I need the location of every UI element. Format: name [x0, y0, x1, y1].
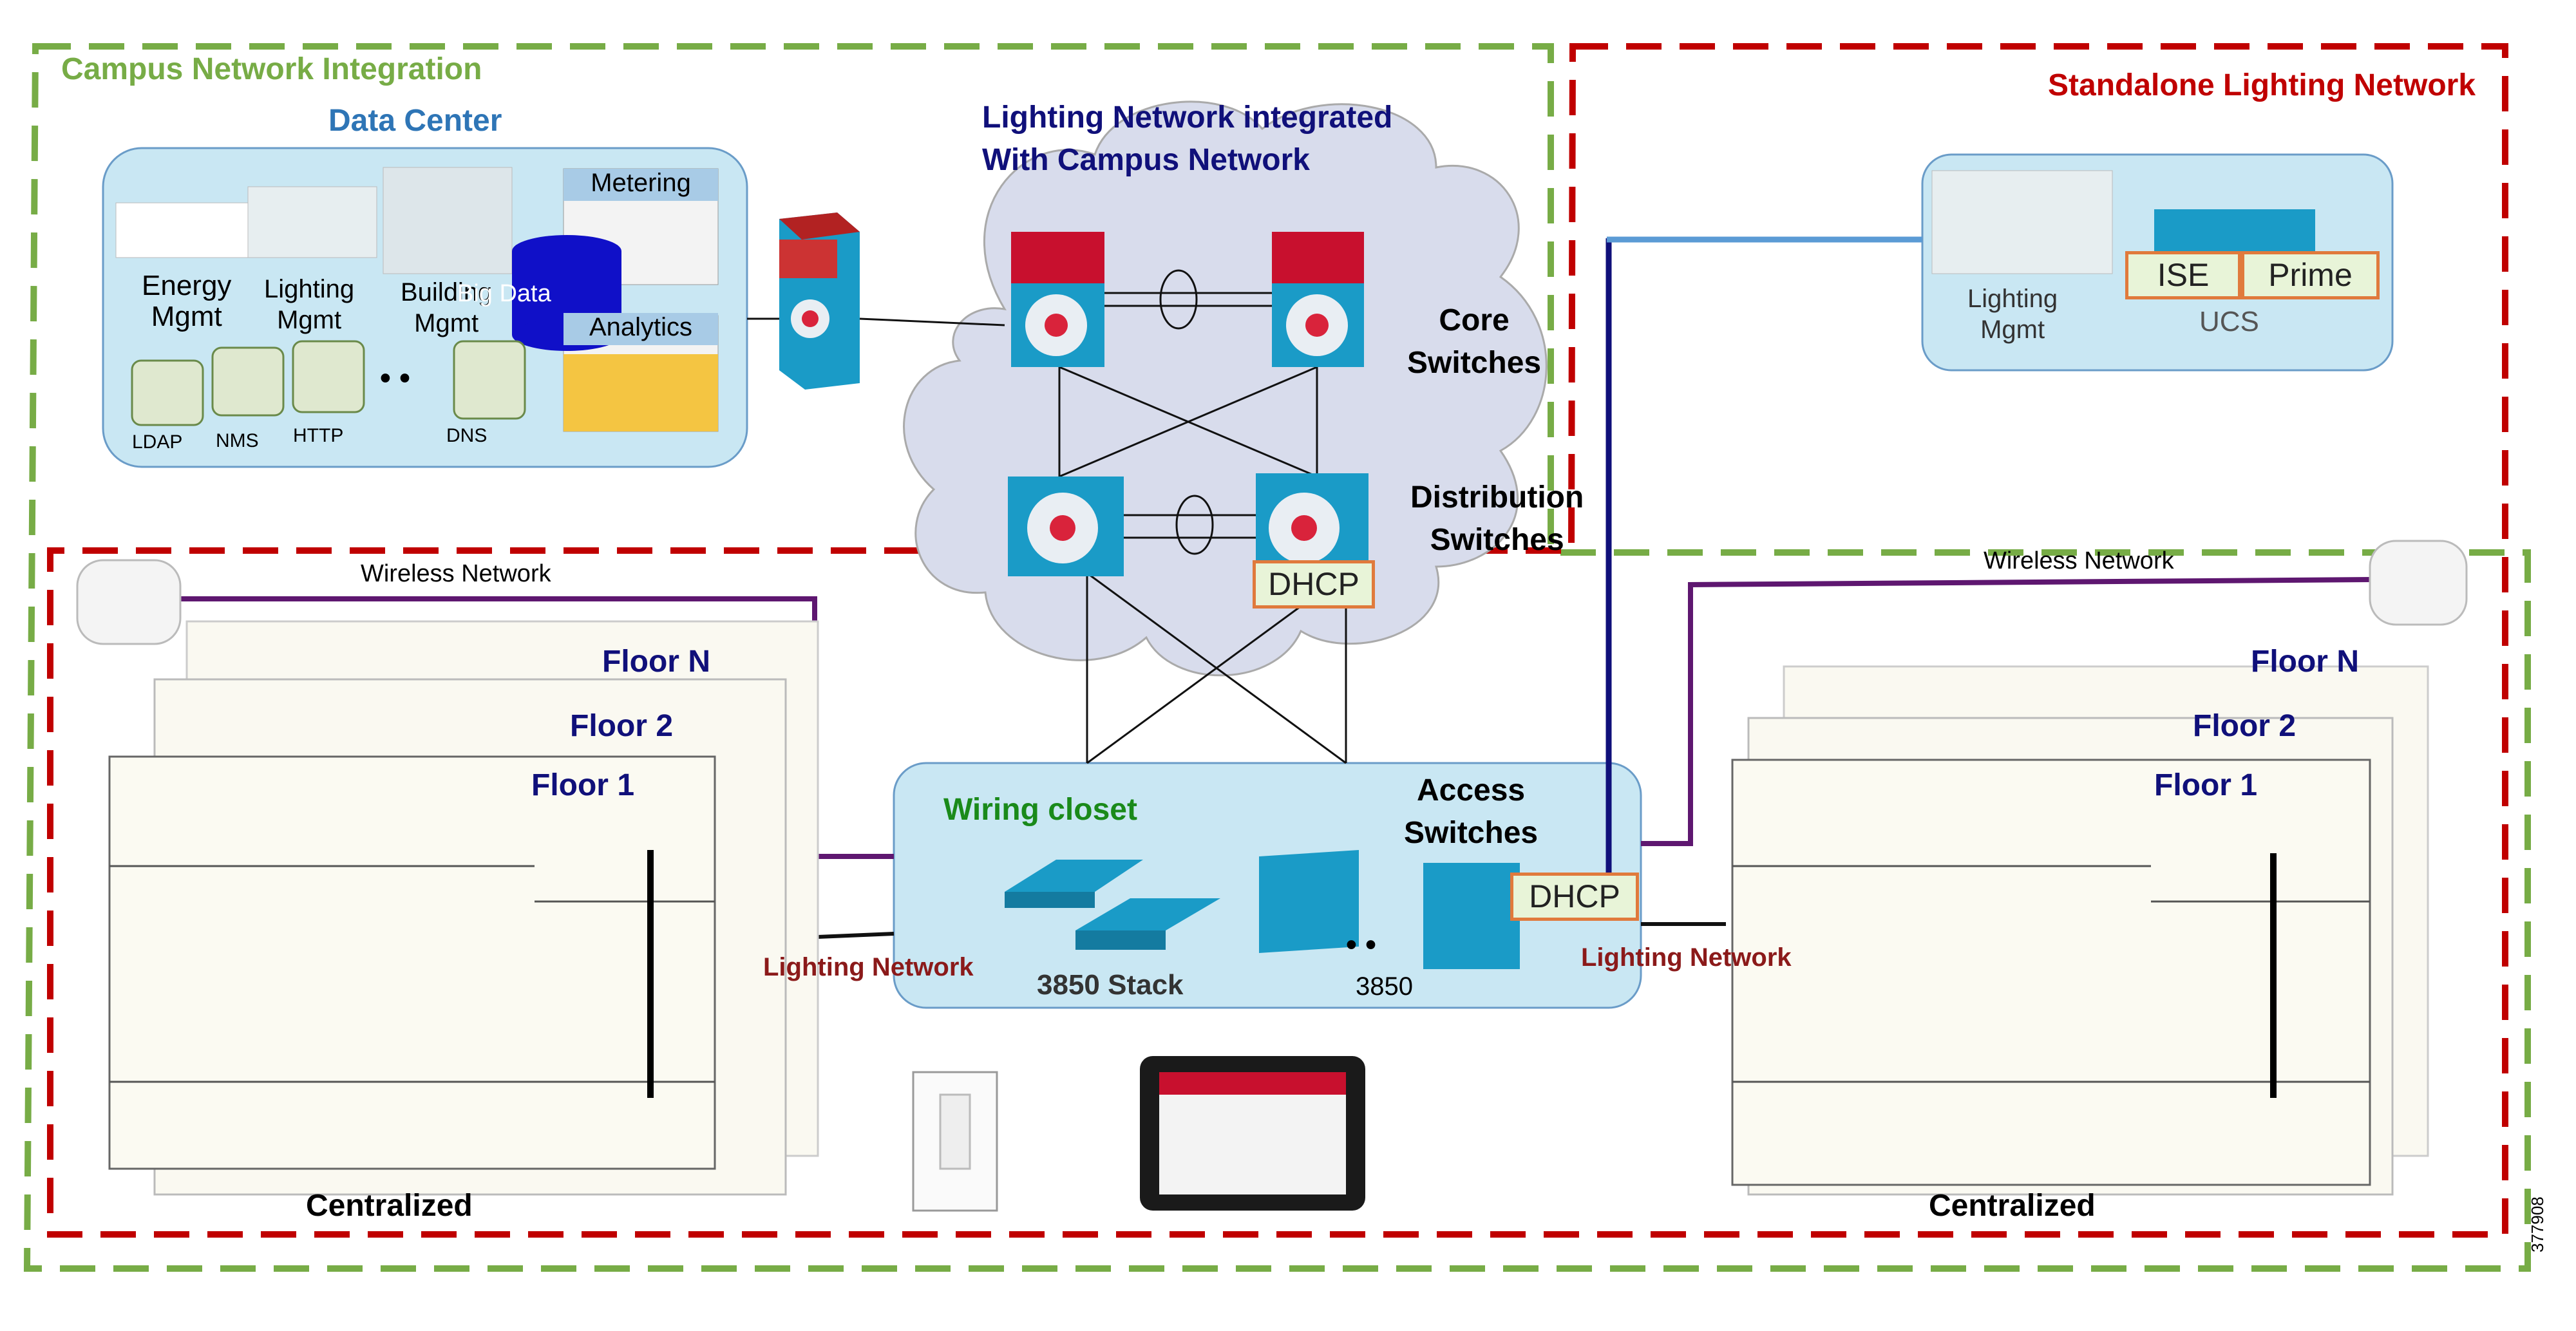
standalone-dashboard-thumbnail [1931, 170, 2113, 274]
access-switch-1-icon [1259, 850, 1359, 953]
distribution-switch-left-icon [1008, 477, 1124, 576]
right-lighting-network-label: Lighting Network [1581, 943, 1792, 972]
stack-label: 3850 Stack [1037, 969, 1184, 1001]
core-switches-label: Core Switches [1407, 303, 1542, 380]
server-label-http: HTTP [293, 425, 344, 446]
left-floor-n-label: Floor N [602, 645, 710, 679]
access-ellipsis: • • [1346, 928, 1376, 962]
right-wireless-label: Wireless Network [1984, 547, 2174, 574]
standalone-lighting-mgmt-label: Lighting Mgmt [1967, 285, 2058, 344]
left-access-point-icon [76, 559, 182, 645]
campus-network-boundary [23, 43, 2531, 1272]
server-label-dns: DNS [446, 425, 488, 446]
right-floor-1-label: Floor 1 [2154, 768, 2258, 802]
core-switch-right-icon [1272, 232, 1364, 367]
energy-mgmt-label: Energy Mgmt [142, 270, 232, 332]
stack-switch-icon [1005, 860, 1220, 950]
lighting-dashboard-thumbnail [247, 186, 377, 258]
figure-id: 377908 [2528, 1196, 2547, 1252]
access-switch-2-icon [1423, 863, 1520, 969]
distribution-dhcp-label: DHCP [1253, 560, 1375, 609]
energy-dashboard-thumbnail [115, 202, 249, 258]
left-floor-1-label: Floor 1 [531, 768, 635, 802]
left-floorplan [108, 620, 819, 1196]
cloud-title: Lighting Network integrated With Campus … [982, 100, 1393, 177]
building-mgmt-label: Building Mgmt [401, 278, 493, 337]
campus-cloud [903, 100, 1548, 677]
left-caption: Centralized [306, 1189, 473, 1223]
right-floorplan [1731, 665, 2429, 1196]
distribution-switch-right-icon [1256, 473, 1368, 567]
server-ellipsis: • • [380, 361, 410, 395]
campus-network-title: Campus Network Integration [61, 52, 482, 86]
building-thumbnail [383, 167, 513, 274]
big-data-label: Big Data [457, 280, 551, 307]
analytics-label: Analytics [564, 313, 718, 345]
server-label-nms: NMS [216, 430, 259, 451]
access-dhcp-label: DHCP [1510, 873, 1639, 921]
standalone-network-title: Standalone Lighting Network [2048, 68, 2476, 102]
right-access-point-icon [2369, 540, 2468, 626]
server-label-ldap: LDAP [132, 431, 183, 453]
ucs-label: UCS [2199, 306, 2259, 337]
server-icons [131, 340, 526, 426]
right-floor-n-label: Floor N [2251, 645, 2359, 679]
right-caption: Centralized [1929, 1189, 2096, 1223]
left-wireless-label: Wireless Network [361, 560, 551, 587]
left-lighting-network-label: Lighting Network [763, 953, 974, 981]
wiring-closet-title: Wiring closet [943, 793, 1137, 827]
distribution-switches-label: Distribution Switches [1410, 480, 1584, 557]
ise-label: ISE [2125, 251, 2241, 299]
metering-label: Metering [564, 169, 718, 201]
light-fixture-links [647, 850, 2277, 1098]
firewall-icon [779, 212, 860, 390]
model-label: 3850 [1356, 972, 1413, 1001]
standalone-network-boundary [47, 43, 2508, 1238]
prime-label: Prime [2241, 251, 2380, 299]
core-switch-left-icon [1011, 232, 1104, 367]
data-center-title: Data Center [328, 104, 502, 138]
right-wireless-link [1641, 577, 2377, 846]
right-floor-2-label: Floor 2 [2193, 709, 2297, 743]
access-switches-label: Access Switches [1404, 773, 1539, 850]
left-floor-2-label: Floor 2 [570, 709, 674, 743]
lighting-mgmt-label: Lighting Mgmt [264, 275, 355, 334]
